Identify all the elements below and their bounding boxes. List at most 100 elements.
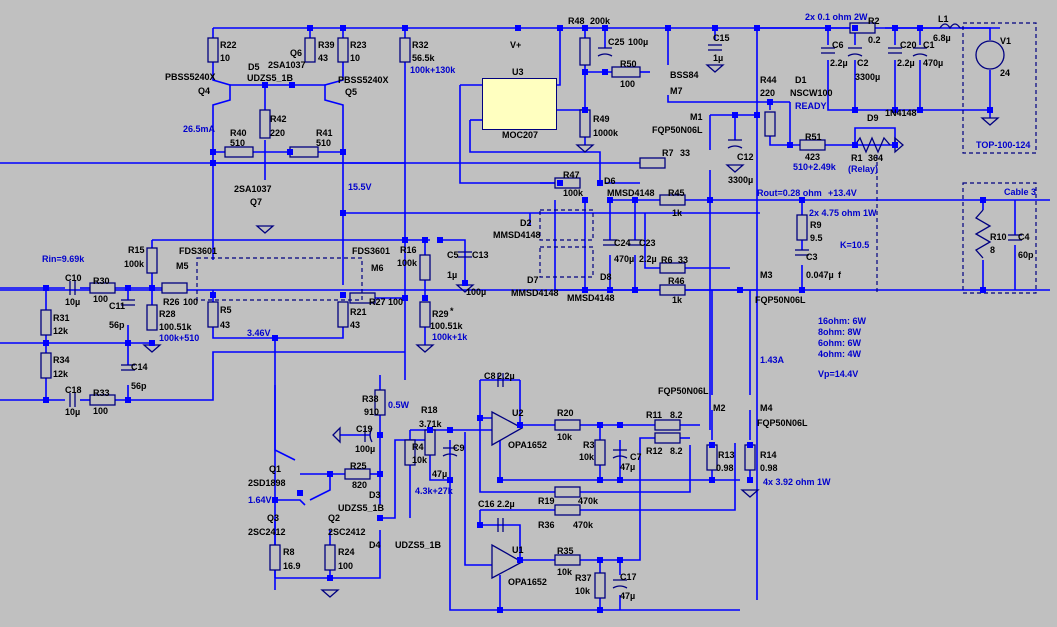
c4-value: 60p <box>1018 250 1034 260</box>
u1-model: OPA1652 <box>508 577 547 587</box>
u1-label: U1 <box>512 545 524 555</box>
q1-label: Q1 <box>269 464 282 474</box>
rout-annotation: Rout=0.28 ohm <box>757 188 822 198</box>
vplus-label: V+ <box>510 40 522 50</box>
c10-label: C10 <box>65 273 82 283</box>
c19-label: C19 <box>356 424 373 434</box>
c11-value: 56p <box>109 320 125 330</box>
q3-model: 2SC2412 <box>248 527 286 537</box>
c14-label: C14 <box>131 362 148 372</box>
r47-value: 100k <box>563 188 584 198</box>
optocoupler-u3 <box>482 78 557 130</box>
r2-note: 2x 0.1 ohm 2W <box>805 12 868 22</box>
opamp-u2 <box>491 410 524 447</box>
c3-label: C3 <box>806 252 818 262</box>
c6-value: 2.2µ <box>830 58 848 68</box>
d8-model: MMSD4148 <box>567 293 615 303</box>
c19-value: 100µ <box>355 444 376 454</box>
l1-label: L1 <box>938 14 949 24</box>
u3-label: U3 <box>512 67 524 77</box>
d5-model: UDZS5_1B <box>247 73 294 83</box>
d3-model: UDZS5_1B <box>338 503 385 513</box>
r47-label: R47 <box>563 170 580 180</box>
m5-label: M5 <box>176 261 189 271</box>
c9-value: 47µ <box>432 469 448 479</box>
d3-label: D3 <box>369 490 381 500</box>
r30-value: 100 <box>93 294 109 304</box>
r28-note: 100k+510 <box>159 333 200 343</box>
c20-value: 2.2µ <box>897 58 915 68</box>
r33-label: R33 <box>93 388 110 398</box>
c5-value: 1µ <box>447 270 458 280</box>
r18-label: R18 <box>421 405 438 415</box>
r31-value: 12k <box>53 326 69 336</box>
power-rating-6ohm: 6ohm: 6W <box>818 338 862 348</box>
current-annotation-1-43a: 1.43A <box>760 355 785 365</box>
r9-label: R9 <box>810 220 822 230</box>
r31-label: R31 <box>53 313 70 323</box>
ready-indicator-label: READY <box>795 101 827 111</box>
r24-label: R24 <box>338 547 355 557</box>
c1-value: 470µ <box>923 58 944 68</box>
r13-note: 4x 3.92 ohm 1W <box>763 477 831 487</box>
r24-value: 100 <box>338 561 354 571</box>
r49-label: R49 <box>593 114 610 124</box>
r10-value: 8 <box>990 245 996 255</box>
current-annotation-26-5ma: 26.5mA <box>183 124 216 134</box>
q4-label: Q4 <box>198 86 211 96</box>
power-rating-16ohm: 16ohm: 6W <box>818 316 867 326</box>
d7-model: MMSD4148 <box>511 288 559 298</box>
r37-label: R37 <box>575 573 592 583</box>
load-resistor-r10 <box>974 209 992 259</box>
r23-value: 10 <box>350 53 361 63</box>
vout-annotation: +13.4V <box>828 188 857 198</box>
c25-label: C25 <box>608 37 625 47</box>
r15-label: R15 <box>128 245 145 255</box>
r51-label: R51 <box>805 132 822 142</box>
r28-label: R28 <box>159 309 176 319</box>
v1-label: V1 <box>1000 36 1012 46</box>
u2-label: U2 <box>512 408 524 418</box>
r22-label: R22 <box>220 40 237 50</box>
resistor-symbols <box>40 22 876 599</box>
r13-label: R13 <box>718 450 735 460</box>
r46-label: R46 <box>668 276 685 286</box>
c10-value: 10µ <box>65 297 81 307</box>
d6-model: MMSD4148 <box>607 188 655 198</box>
q7-label: Q7 <box>250 197 263 207</box>
r33-value: 100 <box>93 406 109 416</box>
r7-label: R7 <box>662 148 674 158</box>
r48-label: R48 <box>568 16 585 26</box>
r37-value: 10k <box>575 586 591 596</box>
m1-model: FQP50N06L <box>652 125 703 135</box>
cable-block-label: Cable 3 <box>1004 187 1037 197</box>
r9-note: 2x 4.75 ohm 1W <box>809 208 877 218</box>
d7-label: D7 <box>527 275 539 285</box>
r34-label: R34 <box>53 355 70 365</box>
m7-model: BSS84 <box>670 70 699 80</box>
r19-label: R19 <box>538 496 555 506</box>
r20-label: R20 <box>557 408 574 418</box>
c17-value: 47µ <box>620 591 636 601</box>
c1-label: C1 <box>923 40 935 50</box>
r13-value: 0.98 <box>716 463 734 473</box>
c11-label: C11 <box>109 301 126 311</box>
r18-note: 4.3k+27k <box>415 486 453 496</box>
r8-value: 16.9 <box>283 561 301 571</box>
d4-model: UDZS5_1B <box>395 540 442 550</box>
r30-label: R30 <box>93 276 110 286</box>
q4-model: PBSS5240X <box>165 72 216 82</box>
c3-flag: f <box>838 270 841 280</box>
r2-label: R2 <box>868 16 880 26</box>
c12-label: C12 <box>737 152 754 162</box>
c13-value: 100µ <box>466 287 487 297</box>
r40-label: R40 <box>230 128 247 138</box>
q2-model: 2SC2412 <box>328 527 366 537</box>
r1-value: 364 <box>868 153 884 163</box>
c25-value: 100µ <box>628 37 649 47</box>
d4-label: D4 <box>369 540 381 550</box>
r14-label: R14 <box>760 450 777 460</box>
r32-label: R32 <box>412 40 429 50</box>
c8-label: C8 <box>484 371 496 381</box>
